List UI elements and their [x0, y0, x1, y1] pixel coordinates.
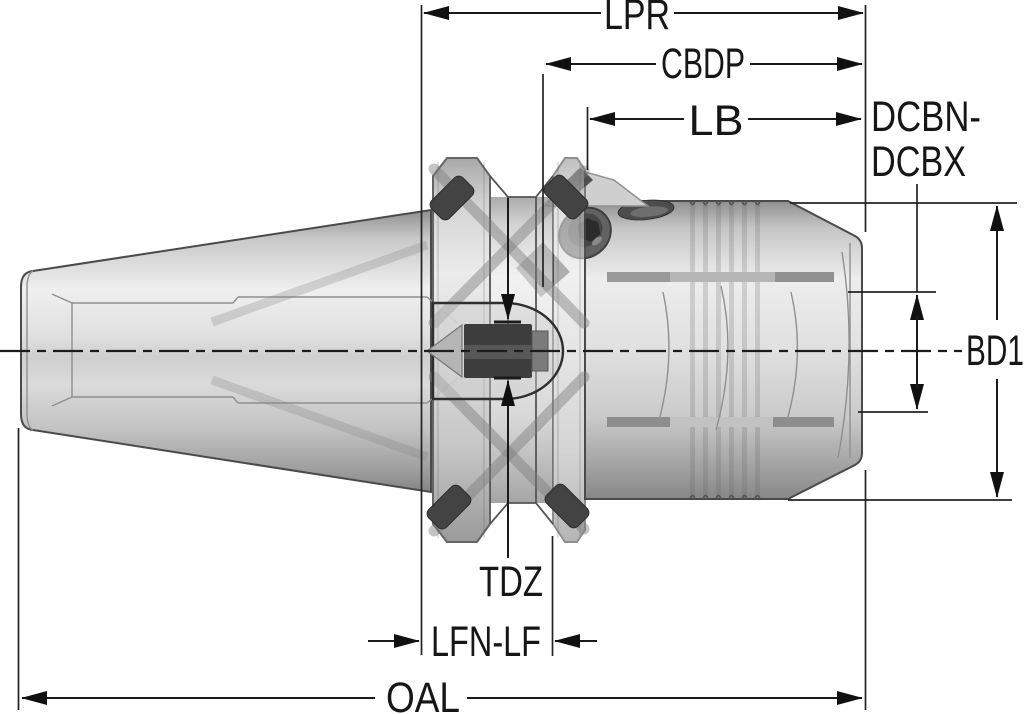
label-bd1: BD1 [966, 327, 1024, 375]
label-dcbn: DCBN- [871, 93, 981, 141]
keyway-slot [426, 484, 472, 530]
label-lfn-lf: LFN-LF [431, 618, 541, 666]
dimension-bd1: BD1 [966, 205, 1024, 498]
dimension-oal: OAL [21, 674, 863, 714]
socket-highlight [592, 236, 602, 246]
label-tdz: TDZ [479, 558, 543, 606]
dimensions: LPR CBDP LB DCBN- DCBX BD1 [17, 0, 1024, 714]
dimension-dcbn-dcbx: DCBN- DCBX [871, 93, 981, 410]
label-lb: LB [689, 97, 744, 145]
keyway-slot [544, 483, 590, 529]
dimension-lfn-lf: LFN-LF [368, 618, 597, 666]
keyway-slot [429, 175, 475, 221]
dimension-lpr: LPR [423, 0, 864, 39]
label-dcbx: DCBX [871, 138, 966, 186]
keyway-slot [543, 174, 589, 220]
dimension-lb: LB [589, 97, 862, 145]
dimension-tdz: TDZ [479, 198, 543, 606]
chuck-body [584, 199, 863, 500]
label-cbdp: CBDP [661, 40, 745, 88]
dimension-cbdp: CBDP [545, 40, 863, 88]
label-oal: OAL [386, 674, 460, 714]
coolant-bore-band [210, 375, 429, 462]
clamping-slots [607, 272, 834, 427]
coolant-bore-band [210, 240, 429, 327]
label-lpr: LPR [604, 0, 670, 39]
